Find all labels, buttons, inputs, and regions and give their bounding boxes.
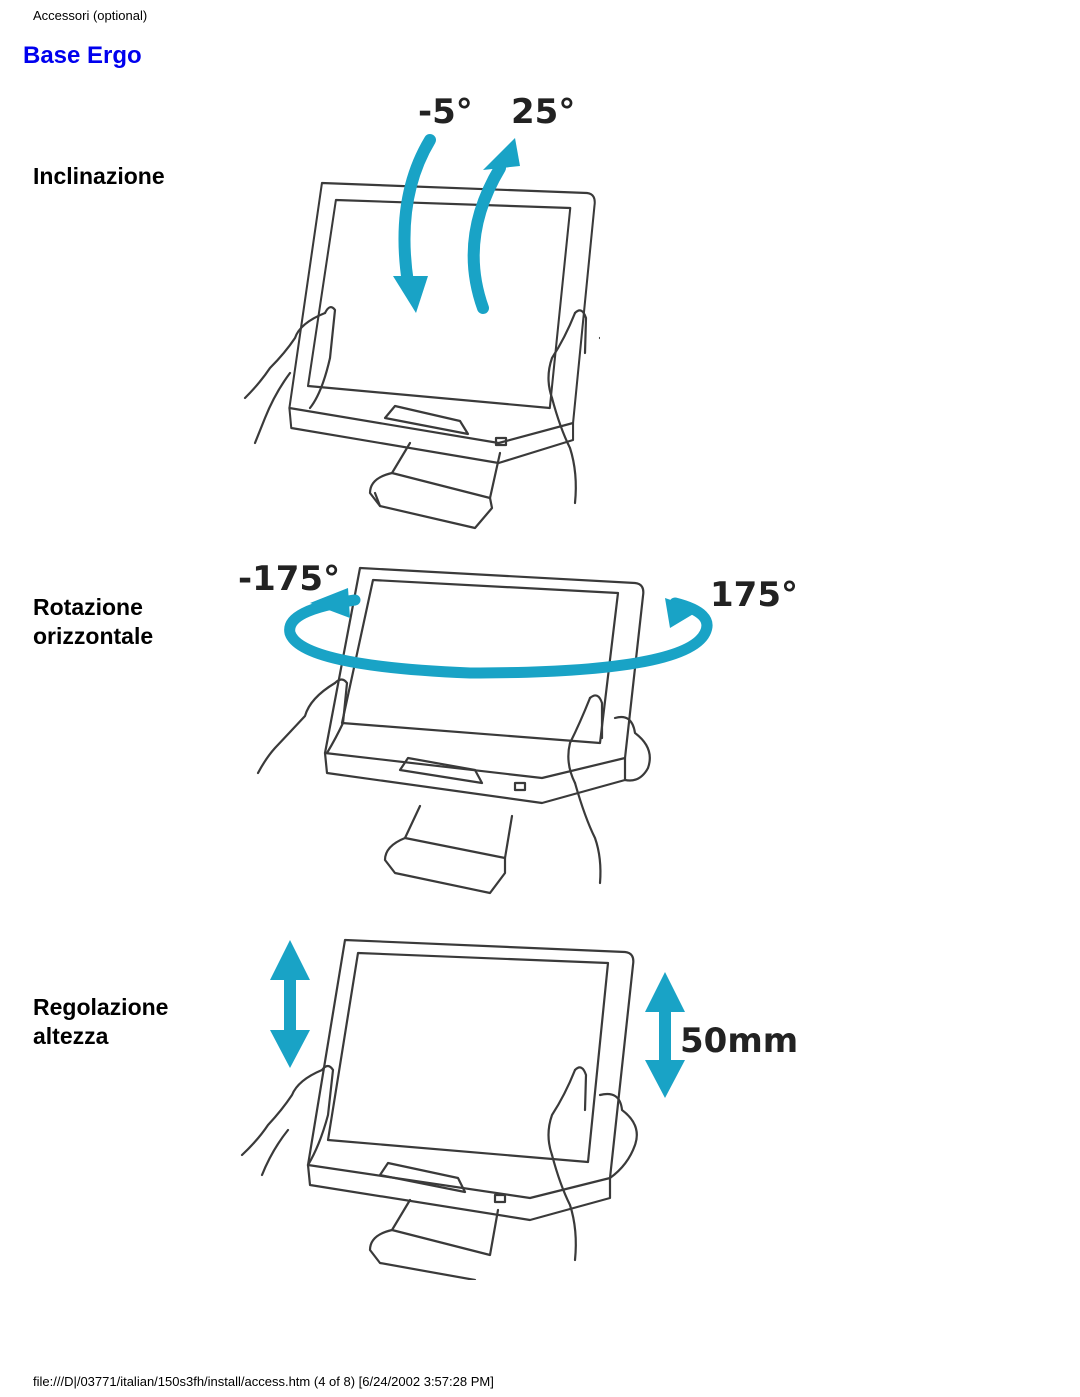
tilt-min-annotation: -5° <box>418 92 473 132</box>
height-illustration: 50mm <box>240 938 798 1280</box>
section-label-height-line1: Regolazione <box>33 994 169 1020</box>
swivel-illustration: -175° 175° <box>238 559 798 895</box>
page-footer: file:///D|/03771/italian/150s3fh/install… <box>33 1374 494 1389</box>
section-label-swivel: Rotazione orizzontale <box>33 593 153 651</box>
page-title: Base Ergo <box>23 42 142 69</box>
section-label-height-line2: altezza <box>33 1023 109 1049</box>
tilt-illustration: -5° 25° <box>243 92 600 530</box>
section-label-tilt: Inclinazione <box>33 163 165 189</box>
tilt-max-annotation: 25° <box>511 92 575 132</box>
section-label-height: Regolazione altezza <box>33 993 168 1051</box>
swivel-max-annotation: 175° <box>710 575 798 615</box>
height-annotation: 50mm <box>680 1021 798 1061</box>
page-header: Accessori (optional) <box>33 8 148 23</box>
swivel-min-annotation: -175° <box>238 559 340 599</box>
section-label-swivel-line2: orizzontale <box>33 623 154 649</box>
section-label-swivel-line1: Rotazione <box>33 594 143 620</box>
